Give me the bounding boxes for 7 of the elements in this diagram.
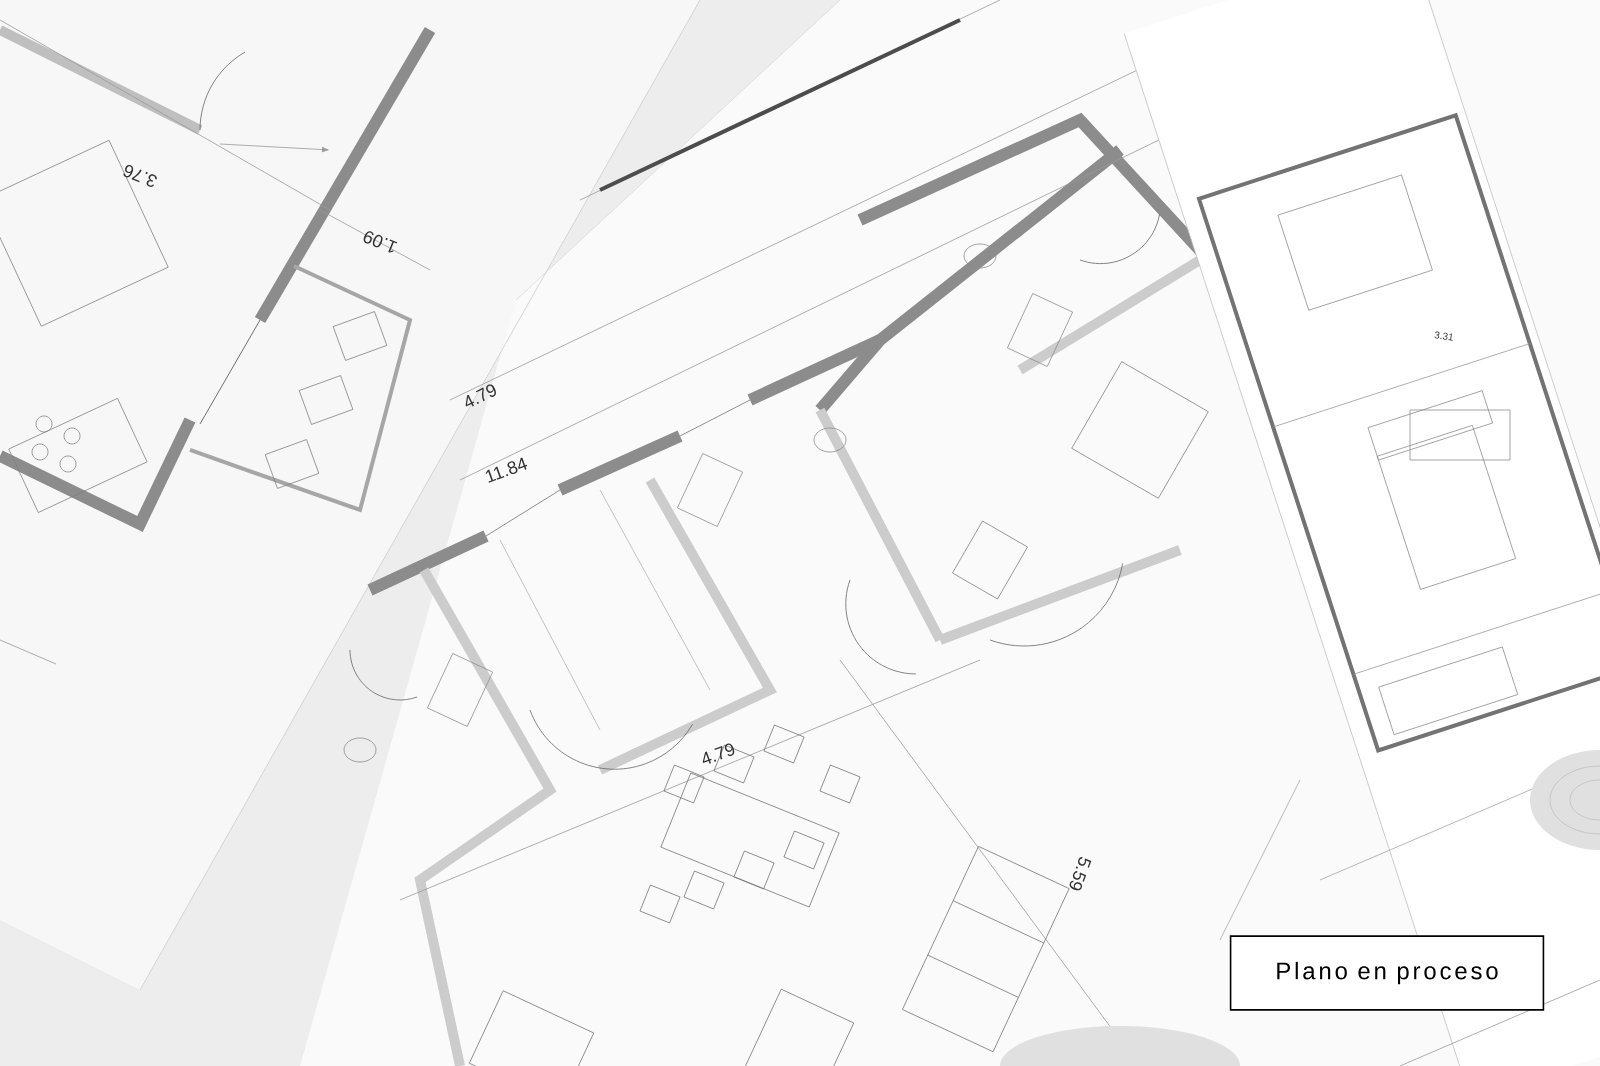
dimension-label: 3.76 [123, 165, 157, 187]
status-badge: Plano en proceso [1229, 935, 1545, 1011]
dimension-label: 4.79 [465, 384, 496, 407]
dimension-label: 4.79 [702, 743, 735, 764]
dimension-label: 11.84 [485, 457, 528, 483]
dimension-label: 5.59 [1069, 857, 1092, 891]
dimension-label: 1.09 [363, 231, 398, 253]
